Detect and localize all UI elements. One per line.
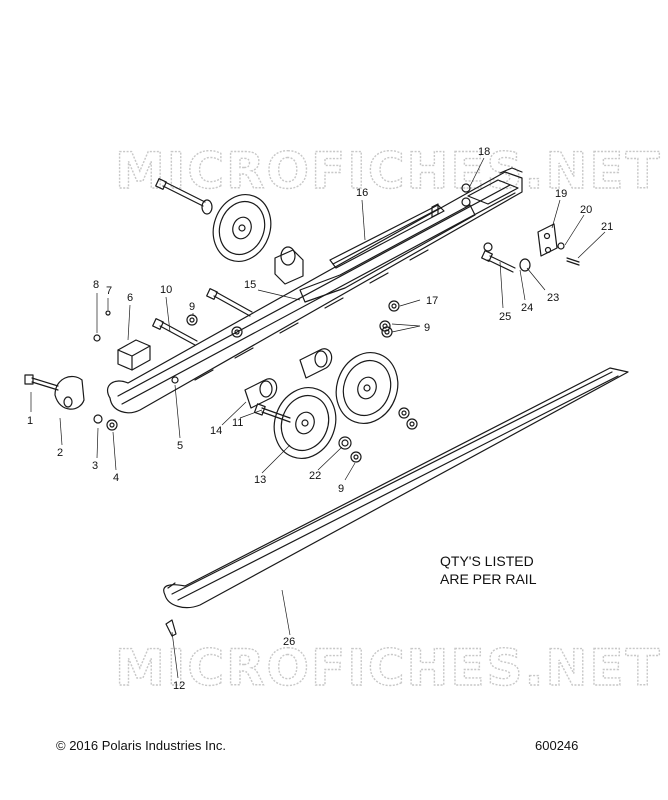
bolt-15 — [206, 288, 253, 317]
bracket-15 — [274, 246, 304, 285]
watermark-bottom: MICROFICHES.NET — [115, 639, 662, 697]
callout-5: 5 — [177, 440, 183, 452]
callout-17: 17 — [426, 295, 438, 307]
copyright-notice: © 2016 Polaris Industries Inc. — [56, 738, 226, 753]
lower-idler-wheel-13 — [273, 387, 337, 459]
callout-2: 2 — [57, 447, 63, 459]
slide-rail — [107, 167, 523, 414]
part-6-block — [117, 339, 151, 371]
part-26-slider — [163, 367, 629, 609]
qty-note-line2: ARE PER RAIL — [440, 571, 537, 587]
callout-7: 7 — [106, 285, 112, 297]
watermark-top: MICROFICHES.NET — [115, 142, 662, 200]
callout-16: 16 — [356, 187, 368, 199]
callout-19: 19 — [555, 188, 567, 200]
bolt-1 — [24, 374, 59, 391]
callout-13: 13 — [254, 474, 266, 486]
callout-6: 6 — [127, 292, 133, 304]
callout-14: 14 — [210, 425, 222, 437]
callout-4: 4 — [113, 472, 119, 484]
callout-10: 10 — [160, 284, 172, 296]
leader-lines — [30, 157, 606, 679]
callout-20: 20 — [580, 204, 592, 216]
spacer-14 — [244, 378, 278, 409]
qty-note-line1: QTY'S LISTED — [440, 553, 534, 569]
callout-11: 11 — [232, 417, 243, 429]
fastener-set — [93, 183, 580, 637]
callout-8: 8 — [93, 279, 99, 291]
callout-26: 26 — [283, 636, 295, 648]
callout-24: 24 — [521, 302, 533, 314]
callouts: 1 2 3 4 5 6 7 8 9 9 9 10 11 12 13 14 15 … — [27, 146, 613, 692]
upper-idler-wheel — [212, 194, 272, 262]
callout-12: 12 — [173, 680, 185, 692]
callout-23: 23 — [547, 292, 559, 304]
bolt-11 — [253, 403, 291, 423]
bolt-upper-axle — [155, 178, 213, 215]
callout-22: 22 — [309, 470, 321, 482]
callout-15: 15 — [244, 279, 256, 291]
rail-bracket — [299, 179, 519, 303]
callout-18: 18 — [478, 146, 490, 158]
lower-idler-wheel-rear — [335, 352, 399, 424]
callout-1: 1 — [27, 415, 33, 427]
part-2-bumper — [54, 375, 85, 410]
part-16-insert — [329, 203, 445, 269]
part-19-bracket — [537, 223, 558, 257]
callout-21: 21 — [601, 221, 613, 233]
callout-9c: 9 — [338, 483, 344, 495]
callout-9a: 9 — [189, 301, 195, 313]
callout-9b: 9 — [424, 322, 430, 334]
spacer-mid — [299, 348, 333, 379]
drawing-number: 600246 — [535, 738, 579, 753]
callout-3: 3 — [92, 460, 98, 472]
bolt-25 — [481, 250, 516, 273]
callout-25: 25 — [499, 311, 511, 323]
bolt-10 — [152, 318, 198, 346]
